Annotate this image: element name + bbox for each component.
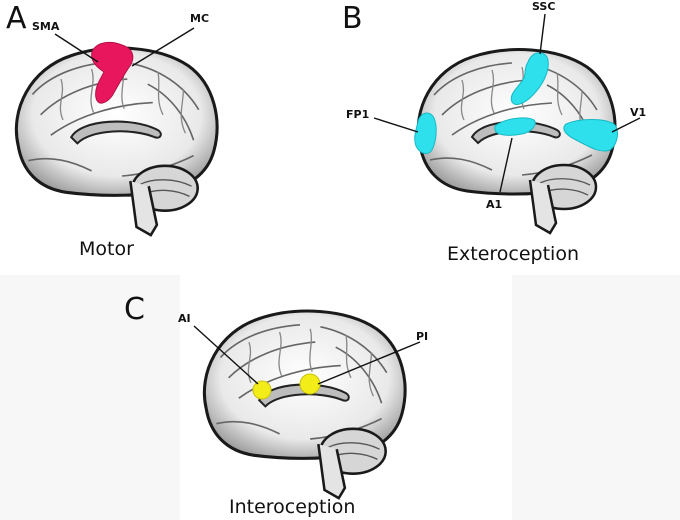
ai-region xyxy=(252,380,272,400)
panel-c-background-left xyxy=(0,275,180,520)
label-ssc: SSC xyxy=(532,0,555,13)
fp1-region xyxy=(414,112,437,154)
panel-letter-c: C xyxy=(124,292,145,327)
motor-region xyxy=(91,41,134,104)
sma-leader-line xyxy=(54,33,99,63)
label-ai: AI xyxy=(178,312,191,325)
label-sma: SMA xyxy=(32,20,60,33)
ssc-region xyxy=(510,52,549,105)
panel-letter-b: B xyxy=(342,1,363,36)
label-pi: PI xyxy=(416,330,428,343)
ai-leader-line xyxy=(193,325,259,385)
pi-leader-line xyxy=(317,341,421,385)
mc-leader-line xyxy=(131,27,195,67)
caption-motor: Motor xyxy=(79,238,134,260)
pi-region xyxy=(299,373,321,395)
caption-exteroception: Exteroception xyxy=(447,243,579,265)
v1-region xyxy=(563,119,618,152)
v1-leader-line xyxy=(611,117,641,133)
a1-leader-line xyxy=(499,137,513,193)
panel-c-brain xyxy=(202,309,407,500)
caption-interoception: Interoception xyxy=(229,496,356,518)
label-fp1: FP1 xyxy=(346,108,369,121)
label-a1: A1 xyxy=(486,198,502,211)
ssc-leader-line xyxy=(539,13,546,55)
panel-letter-a: A xyxy=(6,1,27,36)
a1-region xyxy=(494,117,536,136)
label-v1: V1 xyxy=(630,106,646,119)
fp1-leader-line xyxy=(373,117,419,133)
panel-c-background-right xyxy=(512,275,680,520)
label-mc: MC xyxy=(190,12,209,25)
